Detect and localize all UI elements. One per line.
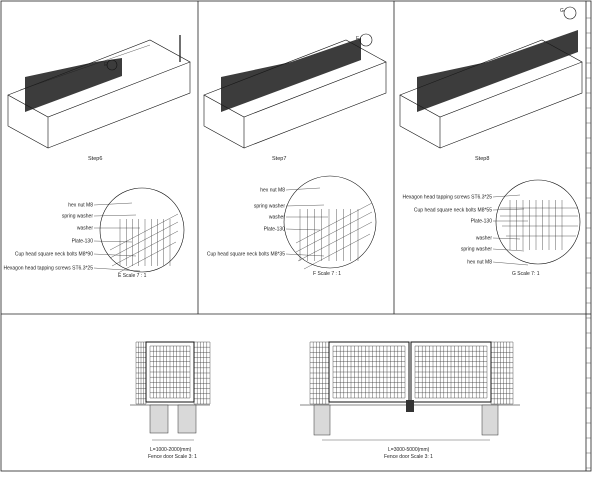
- callout-label: Hexagon head tapping screws ST6.3*25: [3, 266, 93, 272]
- detail-marker: G: [560, 8, 564, 14]
- detail-marker: E: [104, 62, 108, 68]
- detail-view: [495, 179, 581, 265]
- detail-view: [283, 175, 377, 270]
- fence-door-large: L=3000-5000(mm) Fence door Scale 3: 1: [300, 341, 520, 460]
- callout-label: washer: [269, 215, 285, 221]
- title-block-ticks: [586, 17, 591, 469]
- leader-line: [492, 194, 521, 198]
- fence-panel-installed: [417, 30, 578, 112]
- detail-circle-e: [106, 59, 118, 71]
- callout-label: Plate-130: [72, 239, 94, 245]
- step-panel-8: G Step8 Hexagon head tapping screws ST6.…: [399, 6, 583, 277]
- fence-door-small: L=1000-2000(mm) Fence door Scale 3: 1: [130, 341, 211, 460]
- foundation-block: [203, 39, 387, 149]
- callout-label: spring washer: [461, 247, 492, 253]
- callout-group: hex nut M8 spring washer washerPlate-130Cu…: [3, 202, 141, 272]
- leader-line: [93, 214, 137, 217]
- detail-circle-f: [359, 33, 373, 47]
- leader-line: [492, 208, 525, 211]
- step-label: Step8: [475, 156, 489, 162]
- leader-line: [93, 202, 133, 206]
- callout-label: Cup head square neck bolts M8*35: [207, 252, 285, 258]
- step-label: Step6: [88, 156, 102, 162]
- callout-label: Plate-130: [471, 219, 493, 225]
- leader-line: [492, 237, 521, 240]
- callout-label: spring washer: [62, 214, 93, 220]
- detail-circle-g: [563, 6, 577, 20]
- callout-label: Hexagon head tapping screws ST6.3*25: [402, 195, 492, 201]
- leader-line: [492, 248, 525, 252]
- callout-label: Plate-130: [264, 227, 286, 233]
- detail-view: [99, 187, 185, 274]
- post-footings: [149, 404, 197, 434]
- callout-group: hex nut M8 spring washer washerPlate-130Cu…: [207, 188, 328, 258]
- fence-panel-installed: [25, 58, 122, 112]
- leader-line: [93, 267, 141, 272]
- detail-caption: E Scale 7 : 1: [118, 273, 147, 279]
- foundation-block: [399, 39, 583, 149]
- step-label: Step7: [272, 156, 286, 162]
- door-caption: Fence door Scale 3: 1: [148, 454, 197, 460]
- leader-line: [285, 253, 325, 257]
- detail-caption: G Scale 7: 1: [512, 271, 540, 277]
- detail-marker: F: [356, 36, 359, 42]
- callout-label: washer: [476, 236, 492, 242]
- leader-line: [285, 187, 321, 191]
- callout-label: hex nut M8: [467, 260, 492, 266]
- detail-caption: F Scale 7 : 1: [313, 271, 341, 277]
- door-size: L=1000-2000(mm): [150, 447, 192, 453]
- callout-label: hex nut M8: [68, 203, 93, 209]
- post-footings: [313, 400, 499, 436]
- fence-panel-installed: [221, 38, 361, 112]
- leader-line: [285, 228, 321, 231]
- callout-label: spring washer: [254, 204, 285, 210]
- leader-line: [93, 253, 137, 257]
- callout-label: Cup head square neck bolts M8*55: [414, 208, 492, 214]
- leader-line: [492, 261, 529, 266]
- door-caption: Fence door Scale 3: 1: [384, 454, 433, 460]
- callout-label: washer: [77, 226, 93, 232]
- step-panel-7: F Step7 hex nut M8 spring washer washerPla…: [203, 33, 387, 277]
- leader-line: [93, 240, 133, 243]
- step-panel-6: E Step6 hex nut M8 spring washer washerPla…: [3, 35, 191, 279]
- callout-group: Hexagon head tapping screws ST6.3*25Cup …: [402, 194, 529, 266]
- leader-line: [285, 204, 325, 207]
- door-size: L=3000-5000(mm): [388, 447, 430, 453]
- callout-label: Cup head square neck bolts M8*90: [15, 252, 93, 258]
- callout-label: hex nut M8: [260, 188, 285, 194]
